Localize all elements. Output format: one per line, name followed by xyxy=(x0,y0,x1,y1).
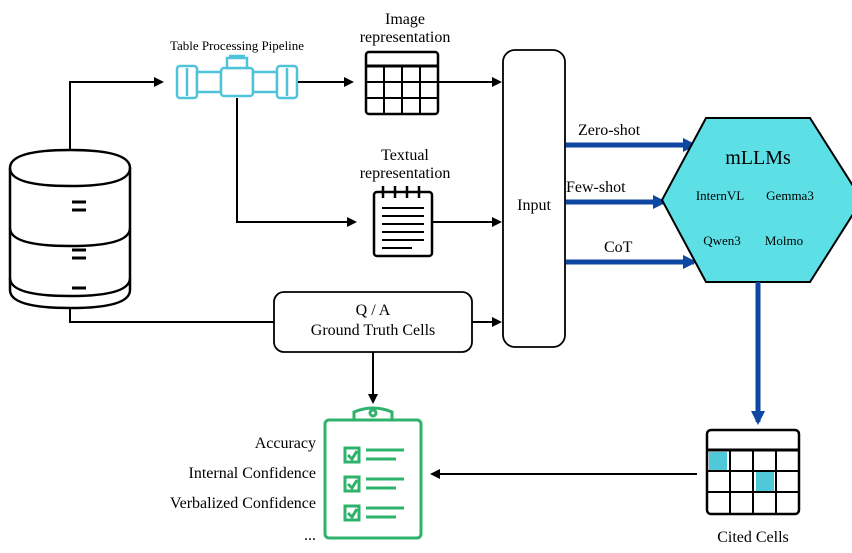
mllms-title: mLLMs xyxy=(725,147,791,169)
image-repr-line2: representation xyxy=(360,29,451,46)
metric-accuracy: Accuracy xyxy=(255,435,316,452)
input-label: Input xyxy=(517,197,551,214)
cited-cells-label: Cited Cells xyxy=(717,529,789,546)
metric-verbalized-confidence: Verbalized Confidence xyxy=(170,495,316,512)
cot-label: CoT xyxy=(604,239,633,256)
mllms-hexagon xyxy=(660,117,852,283)
db-to-qa-line xyxy=(69,308,274,323)
model-internvl: InternVL xyxy=(696,188,744,203)
checklist-icon xyxy=(323,406,423,540)
metric-ellipsis: ... xyxy=(304,527,316,544)
qa-line2: Ground Truth Cells xyxy=(311,322,435,339)
few-shot-label: Few-shot xyxy=(566,179,626,196)
pipe-icon xyxy=(175,54,299,100)
pipeline-to-text-arrow xyxy=(236,98,357,227)
database-icon xyxy=(8,148,132,310)
pipeline-label: Table Processing Pipeline xyxy=(170,38,304,53)
image-repr-line1: Image xyxy=(385,11,425,28)
model-molmo: Molmo xyxy=(765,233,803,248)
model-qwen3: Qwen3 xyxy=(703,233,741,248)
input-box xyxy=(502,49,566,348)
cited-cells-table-icon xyxy=(705,428,801,516)
table-grid-icon xyxy=(364,50,440,116)
text-repr-line2: representation xyxy=(360,165,451,182)
qa-line1: Q / A xyxy=(356,302,391,319)
notepad-icon xyxy=(372,186,434,258)
model-gemma3: Gemma3 xyxy=(766,188,814,203)
zero-shot-label: Zero-shot xyxy=(578,122,641,139)
metric-internal-confidence: Internal Confidence xyxy=(189,465,317,482)
db-to-pipeline-arrow xyxy=(69,77,164,150)
text-repr-line1: Textual xyxy=(381,147,429,164)
